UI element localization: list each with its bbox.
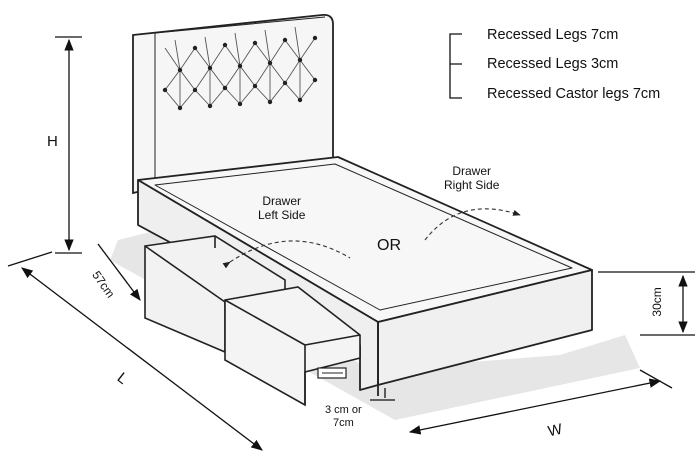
floor-shadow (110, 232, 640, 420)
drawer-left-line1: Drawer (262, 194, 302, 208)
drawer-right-line1: Drawer (452, 164, 492, 178)
height-label: H (47, 133, 58, 150)
drawer-left-line2: Left Side (258, 207, 306, 222)
option-recessed-castor-legs-7cm: Recessed Castor legs 7cm (487, 86, 661, 102)
leg-height-label: 3 cm or 7cm (325, 404, 362, 429)
headboard-buttons (162, 35, 318, 111)
leg-height-line2: 7cm (332, 416, 354, 429)
drawer-swing-arrows (222, 208, 521, 269)
base-height-label: 30cm (649, 287, 664, 317)
option-recessed-legs-7cm: Recessed Legs 7cm (487, 27, 619, 43)
drawer-right-label: Drawer Right Side (444, 164, 500, 193)
drawer-right-line2: Right Side (444, 177, 500, 192)
leg-height-line1: 3 cm or (325, 404, 362, 416)
drawer-left-label: Drawer Left Side (258, 194, 306, 223)
headboard (132, 14, 334, 195)
dimension-lines (7, 33, 695, 451)
option-recessed-legs-3cm: Recessed Legs 3cm (487, 56, 619, 72)
or-label: OR (377, 237, 401, 254)
